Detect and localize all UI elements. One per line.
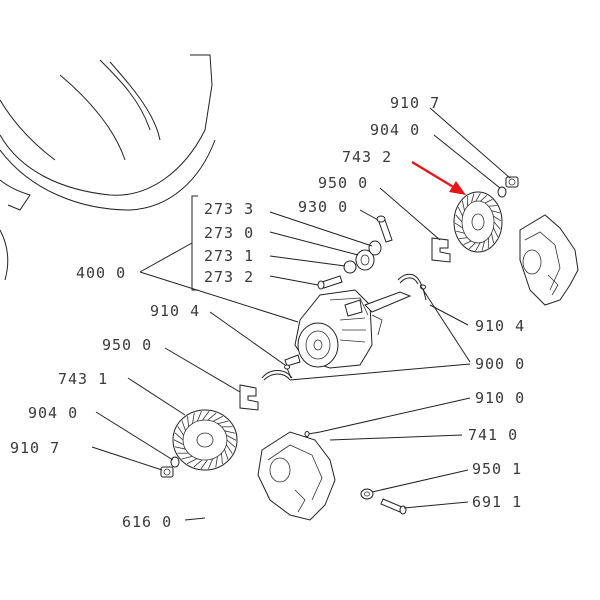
label-273-1: 273 1 (204, 247, 254, 265)
fan-blade (224, 449, 229, 460)
clamp-900-0-bottom (261, 370, 293, 381)
fan-blade (221, 453, 223, 465)
fan-blade (491, 210, 500, 214)
screw-930-0 (376, 215, 393, 243)
fan-blade (212, 415, 224, 422)
motor-400-0 (284, 289, 412, 369)
label-616-0: 616 0 (122, 513, 172, 531)
bushing-950-1 (360, 488, 374, 500)
fan-blade (217, 420, 229, 425)
label-910-7-left: 910 7 (10, 439, 60, 457)
label-910-0: 910 0 (475, 389, 525, 407)
fan-wheel-743-1 (172, 409, 238, 471)
bearing-273-0 (343, 240, 382, 274)
fan-blade (470, 193, 475, 204)
fan-blade (226, 439, 236, 448)
fan-blade (457, 207, 464, 217)
label-273-2: 273 2 (204, 268, 254, 286)
label-691-1: 691 1 (472, 493, 522, 511)
label-950-1: 950 1 (472, 460, 522, 478)
washer-904-0-top (497, 186, 507, 198)
fan-blade (226, 444, 233, 454)
fan-blade (475, 242, 481, 252)
highlight-arrow (411, 161, 466, 195)
fan-blade (493, 221, 501, 230)
nut-910-7-left (160, 466, 174, 478)
bolt-273-2 (317, 275, 343, 290)
fan-blade (484, 199, 493, 204)
fan-blade (196, 411, 202, 422)
fan-blade (174, 446, 186, 450)
nut-910-7-top (505, 176, 519, 188)
fan-blade (461, 200, 465, 211)
fan-blade (187, 415, 189, 427)
fan-blade (181, 420, 186, 431)
fan-blade (192, 412, 195, 424)
fan-blade (481, 240, 486, 251)
fan-blade (480, 194, 488, 202)
label-910-4-left: 910 4 (150, 302, 200, 320)
fan-blade (454, 222, 463, 229)
bracket-950-0-top (431, 237, 451, 263)
fan-blade (224, 430, 236, 434)
fan-cover-right (519, 214, 579, 306)
fan-blade (173, 439, 184, 446)
fan-blade (207, 412, 217, 421)
fan-blade (492, 227, 499, 237)
fan-blade (193, 459, 203, 468)
fan-blade (463, 240, 472, 245)
label-741-0: 741 0 (468, 426, 518, 444)
fan-blade (177, 426, 184, 436)
label-950-0-left: 950 0 (102, 336, 152, 354)
label-743-2: 743 2 (342, 148, 392, 166)
label-910-4-right: 910 4 (475, 317, 525, 335)
fan-blade (491, 233, 495, 244)
label-950-0-top: 950 0 (318, 174, 368, 192)
fan-blade (475, 192, 481, 202)
label-400-0: 400 0 (76, 264, 126, 282)
label-904-0-top: 904 0 (370, 121, 420, 139)
fan-blade (468, 242, 476, 250)
label-273-3: 273 3 (204, 200, 254, 218)
fan-blade (174, 432, 184, 441)
fan-blade (202, 411, 210, 421)
part-labels: 910 7 904 0 743 2 950 0 930 0 273 3 273 … (10, 94, 525, 531)
fan-wheel-743-2 (453, 191, 503, 253)
bracket-950-0-left (239, 384, 259, 411)
clamp-900-0-top (397, 273, 425, 291)
label-930-0: 930 0 (298, 198, 348, 216)
fan-blade (226, 434, 237, 441)
fan-cover-741-0 (257, 431, 336, 521)
fan-blade (455, 214, 463, 223)
label-743-1: 743 1 (58, 370, 108, 388)
label-273-0: 273 0 (204, 224, 254, 242)
washer-904-0-left (170, 456, 180, 468)
fan-blade (215, 456, 218, 468)
label-910-7-top: 910 7 (390, 94, 440, 112)
fan-blade (181, 455, 193, 460)
fan-blade (488, 205, 497, 207)
screw-910-4-left (284, 364, 292, 379)
fan-blade (456, 230, 465, 234)
label-904-0-left: 904 0 (28, 404, 78, 422)
leader-lines (91, 107, 511, 521)
label-900-0: 900 0 (475, 355, 525, 373)
fan-blade (208, 458, 214, 469)
drum-housing (0, 54, 216, 281)
fan-blade (186, 458, 198, 465)
fan-blade (493, 215, 502, 222)
screw-910-0 (304, 431, 321, 437)
fan-blade (459, 237, 468, 239)
fan-blade (200, 459, 208, 469)
pin-691-1 (380, 498, 407, 515)
